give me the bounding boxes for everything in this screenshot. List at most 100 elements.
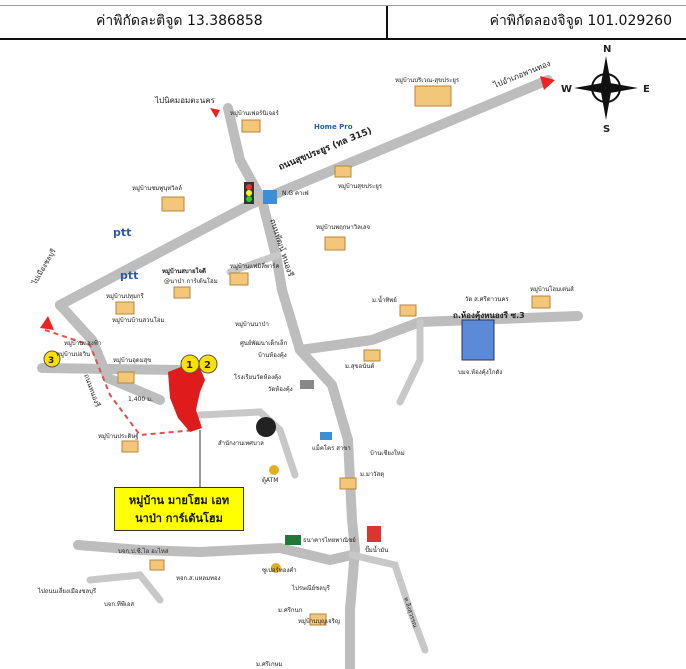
house-icon (324, 236, 346, 251)
house-icon (399, 304, 417, 317)
house-icon (241, 119, 261, 133)
place-label: แม็คโคร สาขา (312, 443, 351, 452)
place-label: หมู่บ้านประดิษฐ์ (98, 432, 139, 440)
place-label: หมู่บ้านบ่อวิน (56, 351, 90, 358)
header-separator (386, 6, 388, 38)
map-canvas: N S E W ถนนสุขประยูร (ทล 315) ถนนพัฒน์ ห… (29, 44, 650, 669)
place-label: หมู่บ้านเฟอร์นิเจอร์ (230, 109, 280, 117)
site-label-line2: นาป่า การ์เด้นโฮม (135, 512, 223, 525)
place-label: หมู่บ้านบ้านสวนโฮม (112, 316, 164, 324)
place-label: @นาป่า การ์เด้นโฮม (164, 277, 218, 285)
house-icon (161, 196, 185, 212)
place-label: หมู่บ้านสบายใจดี (162, 267, 206, 276)
place-label: ม.มาวัสดุ (360, 471, 384, 478)
vertical-road-line (223, 103, 361, 669)
route-dashed-line (44, 329, 196, 437)
south-road-line (73, 540, 357, 566)
compass-icon (574, 56, 638, 120)
place-label: หมู่บ้านชมพูนุทวิลล์ (132, 184, 182, 192)
place-label: บมจ.ห้องคุ้งโกดัง (458, 368, 502, 376)
west-road-line (55, 300, 165, 405)
soi-3-line (37, 363, 185, 375)
place-label: หมู่บ้านปทุมกรี (106, 292, 145, 300)
gas-station-icon (367, 526, 381, 542)
place-label: N.G คาเฟ่ (282, 190, 309, 197)
place-label: ท.ลิงสุวรรณ (402, 596, 419, 629)
house-icon (115, 301, 135, 315)
atm-icon (271, 563, 281, 573)
side-road-a (226, 251, 282, 276)
house-icon (309, 613, 327, 626)
place-label: บ้านห้องคุ้ง (258, 352, 287, 359)
arrow-north-icon (210, 108, 220, 118)
badge-2 (198, 354, 218, 374)
side-road-d (348, 551, 429, 654)
tools-icon (263, 190, 277, 204)
makro-icon (320, 432, 332, 440)
house-icon (121, 440, 139, 453)
to-chonburi-label: ไปเมืองชลบุรี (29, 247, 57, 287)
east-road-line (295, 311, 583, 355)
bank-icon (285, 535, 301, 545)
house-icon (149, 559, 165, 571)
coordinates-header: ค่าพิกัดละติจูด 13.386858 ค่าพิกัดลองจิจ… (0, 0, 686, 40)
place-label: ไปรษณีย์ชลบุรี (291, 584, 331, 592)
compass-e: E (643, 84, 650, 95)
ptt-logo-1: ptt (113, 226, 131, 239)
place-label: หมู่บ้านอุดมสุข (113, 357, 151, 364)
place-label: วัดห้องคุ้ง (268, 386, 293, 393)
road-network (37, 75, 583, 669)
place-label: โรงเรียนวัดห้องคุ้ง (234, 373, 281, 381)
soi-3-label: ถ.ห้องคุ้งหนองรี ซ.3 (453, 310, 525, 321)
arrow-west-icon (40, 316, 54, 330)
side-road-e (86, 571, 164, 604)
house-icon (173, 286, 191, 299)
building-icon (461, 319, 495, 361)
place-label: ตู้ATM (262, 477, 278, 484)
compass-w: W (561, 84, 572, 95)
place-label: หมู่บ้านบริเวณ-สุขประยูร (395, 77, 460, 84)
site-marker-shape (168, 365, 205, 432)
side-road-label-2: ถนนหนองรี (82, 373, 101, 408)
badge-1-text: 1 (186, 360, 193, 371)
emblem-icon (256, 417, 276, 437)
place-label: ม.น้ำทิพย์ (372, 294, 397, 304)
place-label: บจก.ป.ซี.ไอ อะไหล่ (118, 547, 169, 555)
atm-icon (269, 465, 279, 475)
to-industrial-label: ไปนิคมอมตะนคร (154, 96, 216, 105)
house-icon (229, 272, 249, 286)
place-label: บ้านเชียงใหม่ (370, 449, 405, 457)
place-label: หมู่บ้านพฤกษาวิลเลจ (316, 224, 370, 231)
place-label: หมู่บ้านโฮมเด่นส์ (530, 285, 574, 293)
site-label-line1: หมู่บ้าน มายโฮม เอท (128, 494, 230, 507)
temple-icon (300, 380, 314, 389)
place-label: ม.ศรีกนก (278, 606, 303, 614)
to-bottom-left-label: ไปถนนเลี่ยงเมืองชลบุรี (37, 587, 97, 595)
place-label: วัด ส.ศรีดาวนคร (465, 295, 510, 303)
place-label: หมู่บ้านแสงฟ้า (64, 340, 101, 347)
badge-3-text: 3 (48, 356, 54, 366)
place-label: ซูเปอร์ทองคำ (262, 566, 297, 574)
place-label: ศูนย์พัฒนาเด็กเล็ก (240, 338, 288, 347)
place-label: ปั๊มน้ำมัน (365, 544, 388, 554)
place-label: หมู่บ้านบุญเจริญ (298, 618, 340, 625)
place-label: หมู่บ้านสุขประยูร (338, 183, 383, 190)
top-rule (0, 5, 686, 6)
homepro-logo: Home Pro (314, 123, 353, 131)
site-label-box: หมู่บ้าน มายโฮม เอท นาป่า การ์เด้นโฮม (114, 487, 244, 531)
badge-2-text: 2 (204, 360, 211, 371)
latitude-label: ค่าพิกัดละติจูด 13.386858 (96, 13, 263, 29)
place-label: หมู่บ้านแฟมิลี่พาร์ค (230, 262, 280, 270)
main-road-label: ถนนสุขประยูร (ทล 315) (277, 125, 373, 173)
longitude-label: ค่าพิกัดลองจิจูด 101.029260 (489, 13, 672, 29)
house-icon (117, 371, 135, 384)
house-icon (414, 85, 452, 107)
house-icon (334, 165, 352, 178)
compass-n: N (603, 44, 611, 55)
ptt-logo-2: ptt (120, 269, 138, 282)
distance-label: 1,400 ม. (128, 396, 153, 403)
badge-3 (43, 350, 61, 368)
place-label: ม.สุขอนันต์ (345, 362, 374, 370)
arrow-east-icon (540, 76, 555, 90)
house-icon (339, 477, 357, 490)
